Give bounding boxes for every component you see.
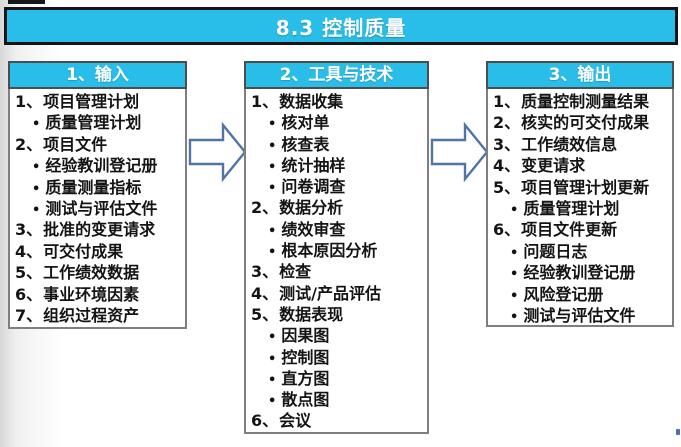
list-item: •问题日志 bbox=[510, 241, 588, 261]
list-item: •质量测量指标 bbox=[32, 177, 142, 197]
item-number: 1、 bbox=[251, 92, 279, 111]
bullet-icon: • bbox=[510, 245, 519, 261]
item-number: 3、 bbox=[493, 134, 521, 154]
bullet-icon: • bbox=[268, 117, 277, 133]
list-item: •经验教训登记册 bbox=[32, 156, 158, 176]
list-item: 5、工作绩效数据 bbox=[15, 263, 140, 283]
bullet-icon: • bbox=[510, 288, 519, 304]
list-item: 5、数据表现 bbox=[251, 304, 344, 324]
corner-artifact bbox=[676, 429, 680, 435]
list-item: •质量管理计划 bbox=[32, 113, 142, 133]
item-number: 4、 bbox=[15, 241, 43, 261]
item-number: 2、 bbox=[493, 113, 521, 133]
list-item: •质量管理计划 bbox=[510, 198, 620, 218]
bullet-icon: • bbox=[510, 309, 519, 325]
bullet-icon: • bbox=[268, 138, 277, 154]
flow-arrow-icon bbox=[188, 121, 247, 183]
flow-arrow-icon bbox=[430, 121, 489, 183]
item-number: 1、 bbox=[15, 92, 43, 111]
item-number: 5、 bbox=[493, 177, 521, 197]
list-item: •统计抽样 bbox=[268, 155, 346, 175]
bullet-icon: • bbox=[268, 394, 277, 410]
list-item: 4、测试/产品评估 bbox=[251, 283, 381, 303]
list-item: •绩效审查 bbox=[268, 219, 346, 239]
bullet-icon: • bbox=[268, 372, 277, 388]
list-item: •控制图 bbox=[268, 347, 330, 367]
list-item: •核对单 bbox=[268, 113, 330, 133]
list-item: 6、项目文件更新 bbox=[493, 220, 618, 240]
list-item: •测试与评估文件 bbox=[32, 198, 158, 218]
bullet-icon: • bbox=[268, 245, 277, 261]
list-item: •直方图 bbox=[268, 368, 330, 388]
tools-techniques-column-header: 2、工具与技术 bbox=[244, 61, 429, 89]
list-item: 5、项目管理计划更新 bbox=[493, 177, 650, 197]
list-item: •散点图 bbox=[268, 390, 330, 410]
item-number: 2、 bbox=[15, 134, 43, 154]
bullet-icon: • bbox=[32, 181, 41, 197]
list-item: 6、会议 bbox=[251, 411, 312, 431]
list-item: •测试与评估文件 bbox=[510, 305, 636, 325]
bullet-icon: • bbox=[510, 267, 519, 283]
item-number: 3、 bbox=[15, 220, 43, 240]
list-item: •因果图 bbox=[268, 326, 330, 346]
bullet-icon: • bbox=[32, 160, 41, 176]
bullet-icon: • bbox=[268, 181, 277, 197]
item-number: 5、 bbox=[15, 263, 43, 283]
item-number: 3、 bbox=[251, 262, 279, 282]
list-item: •根本原因分析 bbox=[268, 241, 378, 261]
item-number: 6、 bbox=[493, 220, 521, 240]
page-title-bar: 8.3 控制质量 bbox=[4, 7, 678, 45]
list-item: 2、数据分析 bbox=[251, 198, 344, 218]
list-item: 3、工作绩效信息 bbox=[493, 134, 618, 154]
list-item: 2、核实的可交付成果 bbox=[493, 113, 650, 133]
inputs-column-header: 1、输入 bbox=[8, 61, 187, 89]
item-number: 2、 bbox=[251, 198, 279, 218]
item-number: 7、 bbox=[15, 305, 43, 325]
list-item: 2、项目文件 bbox=[15, 134, 108, 154]
item-number: 5、 bbox=[251, 304, 279, 324]
list-item: •风险登记册 bbox=[510, 284, 604, 304]
bullet-icon: • bbox=[268, 351, 277, 367]
bullet-icon: • bbox=[32, 202, 41, 218]
list-item: 6、事业环境因素 bbox=[15, 284, 140, 304]
list-item: 7、组织过程资产 bbox=[15, 305, 140, 325]
list-item: •核查表 bbox=[268, 134, 330, 154]
bullet-icon: • bbox=[32, 117, 41, 133]
bullet-icon: • bbox=[268, 159, 277, 175]
list-item: •经验教训登记册 bbox=[510, 263, 636, 283]
list-item: 3、批准的变更请求 bbox=[15, 220, 156, 240]
item-number: 4、 bbox=[251, 283, 279, 303]
list-item: 4、可交付成果 bbox=[15, 241, 124, 261]
top-edge-fragment bbox=[8, 0, 45, 4]
bullet-icon: • bbox=[268, 223, 277, 239]
bullet-icon: • bbox=[268, 330, 277, 346]
item-number: 6、 bbox=[15, 284, 43, 304]
page-title: 8.3 控制质量 bbox=[275, 15, 407, 40]
item-number: 4、 bbox=[493, 156, 521, 176]
list-item: 1、项目管理计划 bbox=[15, 92, 140, 111]
list-item: 1、数据收集 bbox=[251, 92, 344, 111]
bullet-icon: • bbox=[510, 202, 519, 218]
item-number: 1、 bbox=[493, 92, 521, 111]
item-number: 6、 bbox=[251, 411, 279, 431]
list-item: 3、检查 bbox=[251, 262, 312, 282]
list-item: 1、质量控制测量结果 bbox=[493, 92, 650, 111]
list-item: •问卷调查 bbox=[268, 177, 346, 197]
list-item: 4、变更请求 bbox=[493, 156, 586, 176]
outputs-column-header: 3、输出 bbox=[486, 61, 674, 89]
